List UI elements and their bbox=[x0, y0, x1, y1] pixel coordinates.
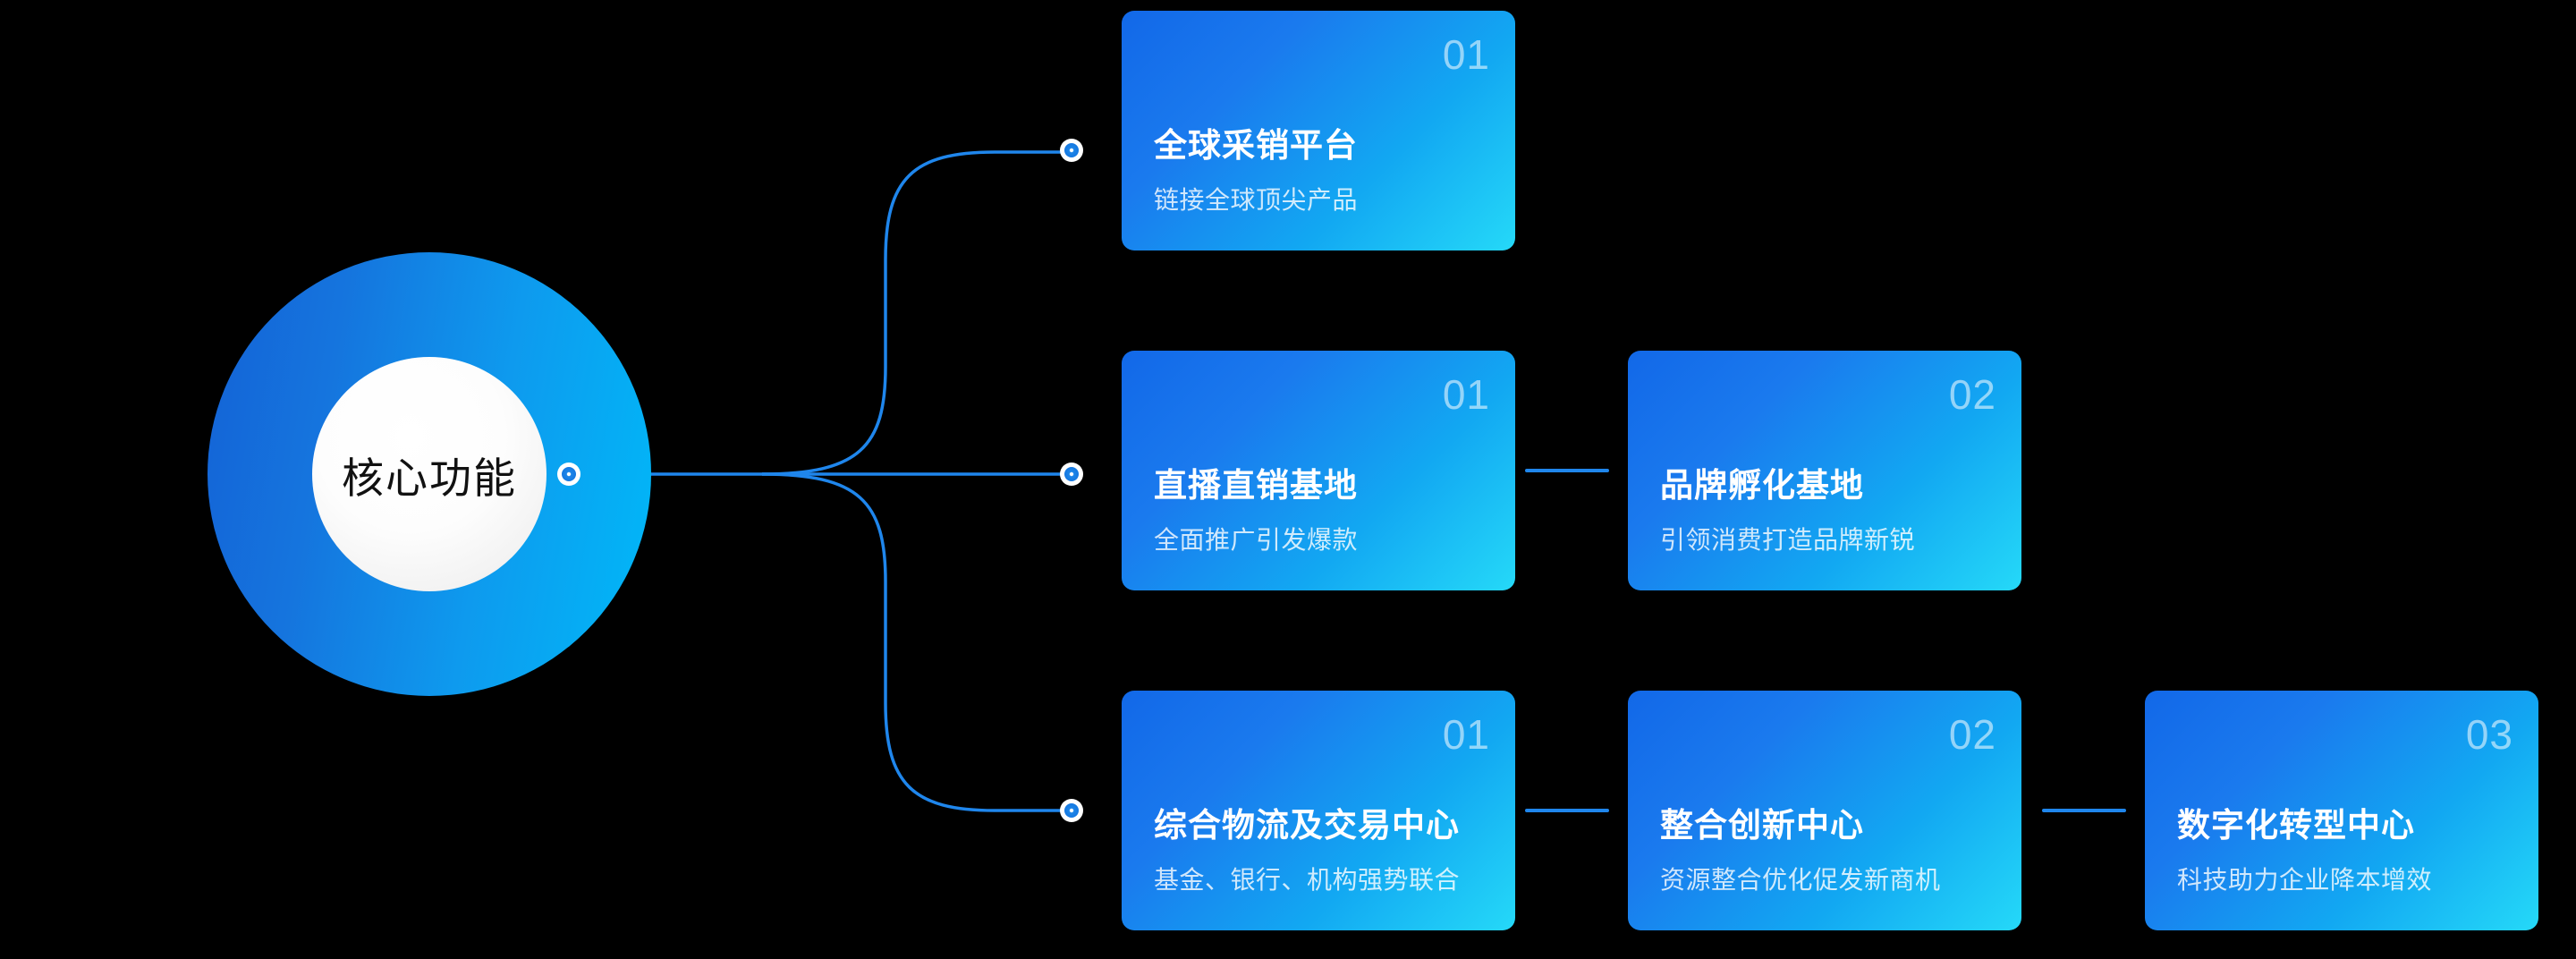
card-brand-incubation-base[interactable]: 02 品牌孵化基地 引领消费打造品牌新锐 bbox=[1628, 351, 2021, 590]
card-subtitle: 科技助力企业降本增效 bbox=[2177, 866, 2433, 894]
node-dot-branch-1[interactable] bbox=[1060, 139, 1083, 162]
card-title: 品牌孵化基地 bbox=[1660, 467, 1864, 504]
link-bar-branch-3-1-to-2 bbox=[1525, 809, 1609, 812]
card-title: 数字化转型中心 bbox=[2177, 807, 2415, 844]
card-integrated-innovation-center[interactable]: 02 整合创新中心 资源整合优化促发新商机 bbox=[1628, 691, 2021, 930]
card-number: 01 bbox=[1442, 371, 1490, 418]
card-title: 综合物流及交易中心 bbox=[1154, 807, 1460, 844]
node-dot-hub[interactable] bbox=[557, 463, 580, 486]
card-number: 02 bbox=[1948, 371, 1996, 418]
card-digital-transformation-center[interactable]: 03 数字化转型中心 科技助力企业降本增效 bbox=[2145, 691, 2538, 930]
card-subtitle: 全面推广引发爆款 bbox=[1154, 526, 1359, 554]
link-bar-branch-2-1-to-2 bbox=[1525, 469, 1609, 472]
card-number: 03 bbox=[2465, 711, 2513, 758]
card-number: 01 bbox=[1442, 711, 1490, 758]
card-subtitle: 链接全球顶尖产品 bbox=[1154, 186, 1359, 214]
link-bar-branch-3-2-to-3 bbox=[2042, 809, 2126, 812]
card-title: 全球采销平台 bbox=[1154, 127, 1358, 164]
branch-line-down bbox=[761, 472, 1064, 812]
hub-circle[interactable]: 核心功能 bbox=[208, 252, 651, 696]
card-number: 01 bbox=[1442, 31, 1490, 78]
node-dot-branch-3[interactable] bbox=[1060, 799, 1083, 822]
card-subtitle: 基金、银行、机构强势联合 bbox=[1154, 866, 1461, 894]
card-number: 02 bbox=[1948, 711, 1996, 758]
hub-inner-circle: 核心功能 bbox=[312, 357, 547, 591]
node-dot-branch-2[interactable] bbox=[1060, 463, 1083, 486]
card-live-streaming-base[interactable]: 01 直播直销基地 全面推广引发爆款 bbox=[1122, 351, 1515, 590]
card-title: 整合创新中心 bbox=[1660, 807, 1864, 844]
branch-line-up bbox=[761, 150, 1064, 476]
card-global-sourcing-platform[interactable]: 01 全球采销平台 链接全球顶尖产品 bbox=[1122, 11, 1515, 250]
card-logistics-trade-center[interactable]: 01 综合物流及交易中心 基金、银行、机构强势联合 bbox=[1122, 691, 1515, 930]
card-subtitle: 资源整合优化促发新商机 bbox=[1660, 866, 1941, 894]
card-title: 直播直销基地 bbox=[1154, 467, 1358, 504]
hub-label: 核心功能 bbox=[342, 454, 517, 502]
card-subtitle: 引领消费打造品牌新锐 bbox=[1660, 526, 1916, 554]
